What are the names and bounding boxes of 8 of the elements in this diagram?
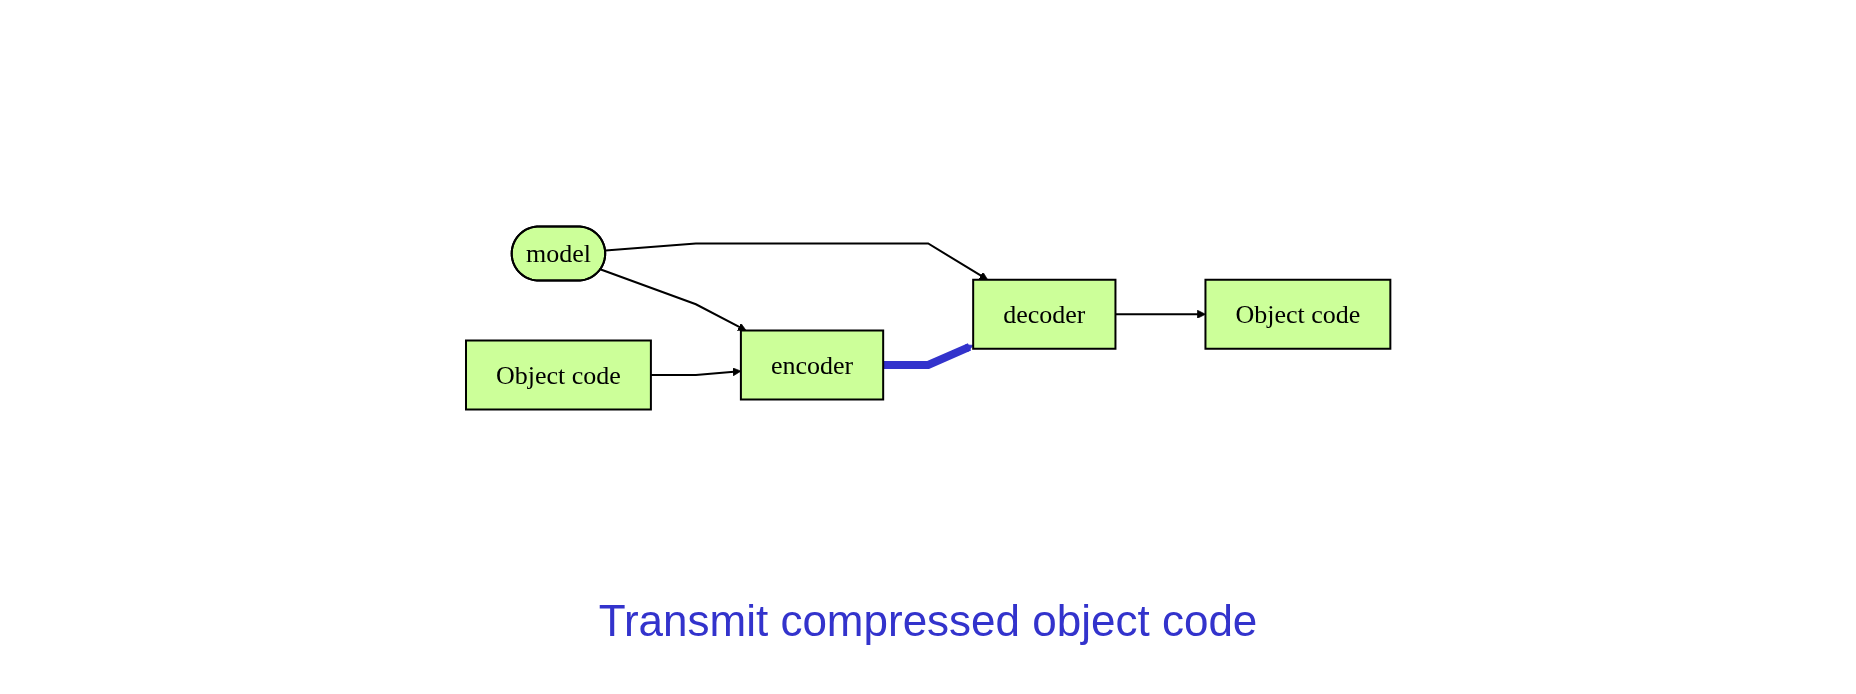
arrow <box>883 343 974 369</box>
arrow <box>604 242 988 281</box>
node-box: decoder <box>972 278 1117 350</box>
node-box: Object code <box>1204 278 1392 350</box>
node-box: encoder <box>739 329 884 401</box>
caption-text: Transmit compressed object code <box>598 596 1258 646</box>
arrow <box>599 268 747 331</box>
node-box: Object code <box>464 339 652 411</box>
